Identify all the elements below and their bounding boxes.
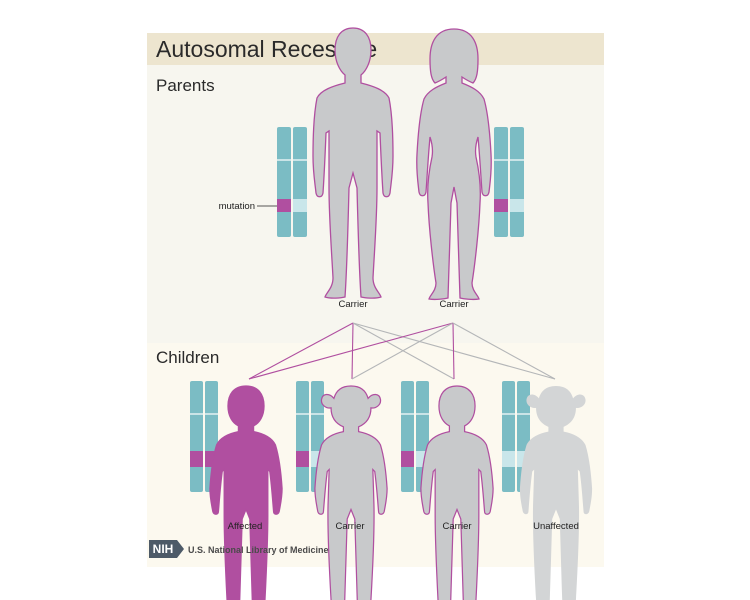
chromosome-left (190, 381, 203, 492)
inheritance-lines (248, 322, 556, 380)
parents-heading: Parents (156, 76, 215, 95)
gene-band-left (277, 199, 291, 212)
nih-badge (149, 540, 177, 558)
gene-band-right (510, 199, 524, 212)
gene-band-left (502, 451, 515, 467)
gene-band-right (293, 199, 307, 212)
father-chromosome-pair (277, 127, 307, 237)
nlm-text: U.S. National Library of Medicine (188, 545, 329, 555)
inheritance-line-6 (351, 322, 454, 380)
parent-mother: Carrier (416, 28, 524, 310)
mutation-label: mutation (219, 201, 255, 212)
nih-logo: NIH U.S. National Library of Medicine (149, 540, 329, 558)
chromosome-left (494, 127, 508, 237)
mutation-callout: mutation (219, 201, 277, 212)
gene-band-left (190, 451, 203, 467)
child-affected: Affected (190, 381, 283, 600)
chromosome-left (296, 381, 309, 492)
child-unaffected: Unaffected (502, 381, 593, 600)
child-2-label: Carrier (335, 521, 364, 532)
inheritance-line-7 (452, 322, 455, 380)
child-carrier-boy: Carrier (401, 381, 494, 600)
father-label: Carrier (338, 299, 367, 310)
title-band (147, 33, 604, 65)
chromosome-right (510, 127, 524, 237)
chromosome-left (502, 381, 515, 492)
child-4-label: Unaffected (533, 521, 579, 532)
child-1-label: Affected (228, 521, 263, 532)
chromosome-right (293, 127, 307, 237)
mother-chromosome-pair (494, 127, 524, 237)
child-3-label: Carrier (442, 521, 471, 532)
inheritance-line-1 (248, 322, 354, 380)
chromosome-left (401, 381, 414, 492)
gene-band-left (401, 451, 414, 467)
chromosome-left (277, 127, 291, 237)
gene-band-left (296, 451, 309, 467)
children-heading: Children (156, 348, 219, 367)
inheritance-line-8 (452, 322, 556, 380)
inheritance-line-5 (248, 322, 454, 380)
nih-badge-arrow (177, 540, 184, 558)
mother-label: Carrier (439, 299, 468, 310)
child-carrier-girl: Carrier (296, 381, 388, 600)
parent-father: Carrier (277, 27, 394, 310)
nih-badge-text: NIH (153, 542, 174, 556)
gene-band-left (494, 199, 508, 212)
